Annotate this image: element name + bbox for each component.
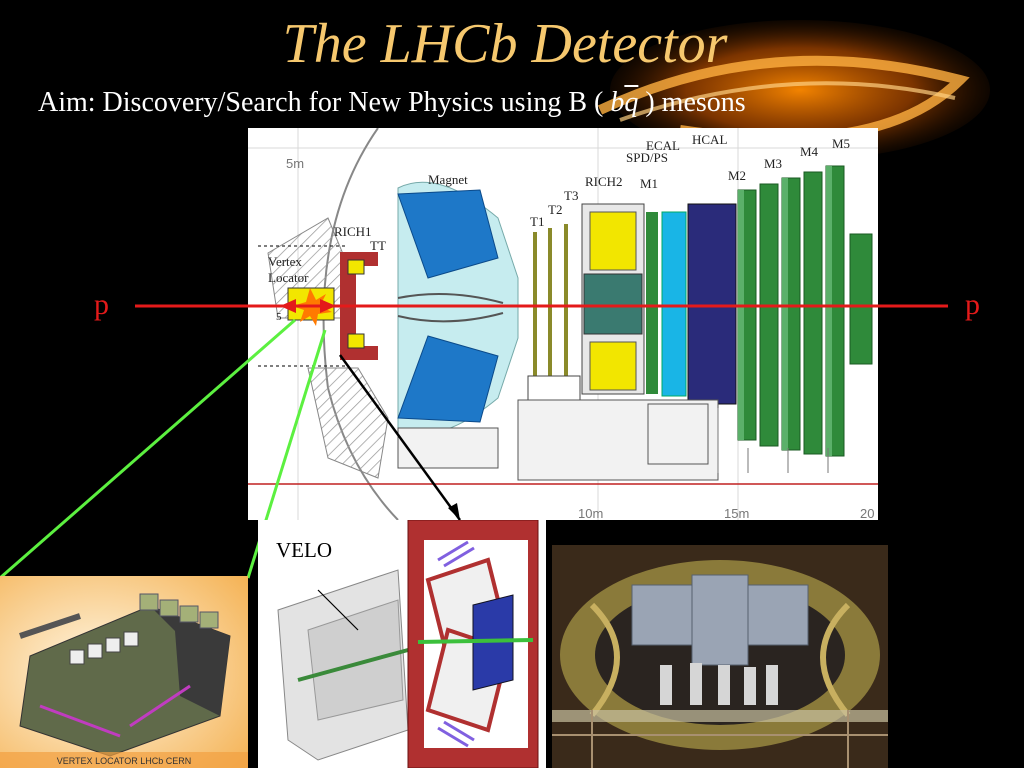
label-m3: M3	[764, 156, 782, 171]
velo-cutaway-image	[258, 520, 546, 768]
proton-right-label: p	[965, 288, 980, 321]
label-t3: T3	[564, 188, 578, 203]
label-locator: Locator	[268, 270, 309, 285]
detector-side-view: 5m Vertex Locator RICH1 TT 5 Magnet T1 T…	[248, 128, 878, 520]
velo-photo-caption: VERTEX LOCATOR LHCb CERN	[57, 756, 192, 766]
label-hcal: HCAL	[692, 132, 727, 147]
velo-render-image: VERTEX LOCATOR LHCb CERN	[0, 576, 248, 768]
slide-title: The LHCb Detector	[282, 13, 728, 75]
subtitle-prefix: Aim: Discovery/Search for New Physics us…	[38, 87, 604, 118]
label-ecal: ECAL	[646, 138, 680, 153]
slide-subtitle: Aim: Discovery/Search for New Physics us…	[38, 86, 746, 120]
subtitle-b: b	[610, 87, 625, 118]
subtitle-q-bar: q	[624, 87, 639, 118]
proton-left-label: p	[94, 288, 109, 321]
label-rich1: RICH1	[334, 224, 372, 239]
label-spd-ps: SPD/PS	[626, 150, 668, 165]
velo-label: VELO	[276, 538, 332, 562]
label-m5: M5	[832, 136, 850, 151]
subtitle-suffix: ) mesons	[645, 87, 746, 118]
scale-10m: 10m	[578, 506, 603, 520]
label-vertex: Vertex	[268, 254, 302, 269]
scale-5m: 5m	[286, 156, 304, 171]
scale-20: 20	[860, 506, 874, 520]
label-t2: T2	[548, 202, 562, 217]
label-rich2: RICH2	[585, 174, 623, 189]
label-m4: M4	[800, 144, 819, 159]
label-t1: T1	[530, 214, 544, 229]
label-m1: M1	[640, 176, 658, 191]
label-scale-5: 5	[276, 311, 282, 323]
scale-15m: 15m	[724, 506, 749, 520]
label-magnet: Magnet	[428, 172, 468, 187]
label-tt: TT	[370, 238, 386, 253]
lhcb-cavern-photo	[552, 545, 888, 768]
label-m2: M2	[728, 168, 746, 183]
